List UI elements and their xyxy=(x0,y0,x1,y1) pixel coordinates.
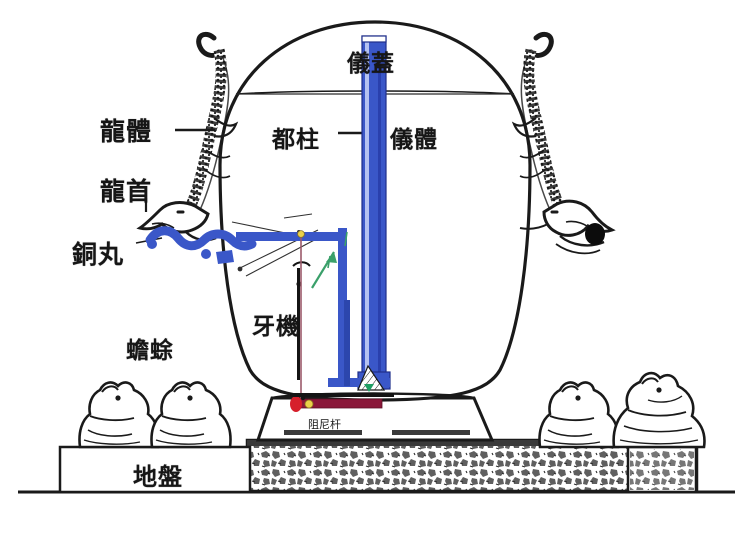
label-dragon-head: 龍首 xyxy=(100,177,153,206)
label-bronze-ball: 銅丸 xyxy=(72,240,125,269)
label-dragon-body: 龍體 xyxy=(100,117,153,146)
lever-linkage-blue xyxy=(145,226,390,387)
label-center-pillar: 都柱 xyxy=(272,127,320,153)
toad-group-right xyxy=(538,371,706,449)
label-vessel-body: 儀體 xyxy=(390,127,438,153)
label-toad: 蟾蜍 xyxy=(126,338,174,364)
label-tooth-gear: 牙機 xyxy=(252,314,300,340)
plumb-line xyxy=(297,230,305,404)
label-base-plate: 地盤 xyxy=(133,463,183,491)
toad-group-left xyxy=(78,381,232,449)
soil-block xyxy=(245,438,699,493)
label-vessel-cover: 儀蓋 xyxy=(347,51,395,77)
center-pillar-blue xyxy=(357,35,391,390)
motion-arrow-green xyxy=(311,231,348,289)
pivot-wedge xyxy=(357,364,386,392)
bronze-ball xyxy=(585,223,605,245)
base-plate-block xyxy=(58,445,252,494)
label-damper-rod: 阻尼杆 xyxy=(308,418,341,431)
damper-rod-bar xyxy=(290,393,394,412)
